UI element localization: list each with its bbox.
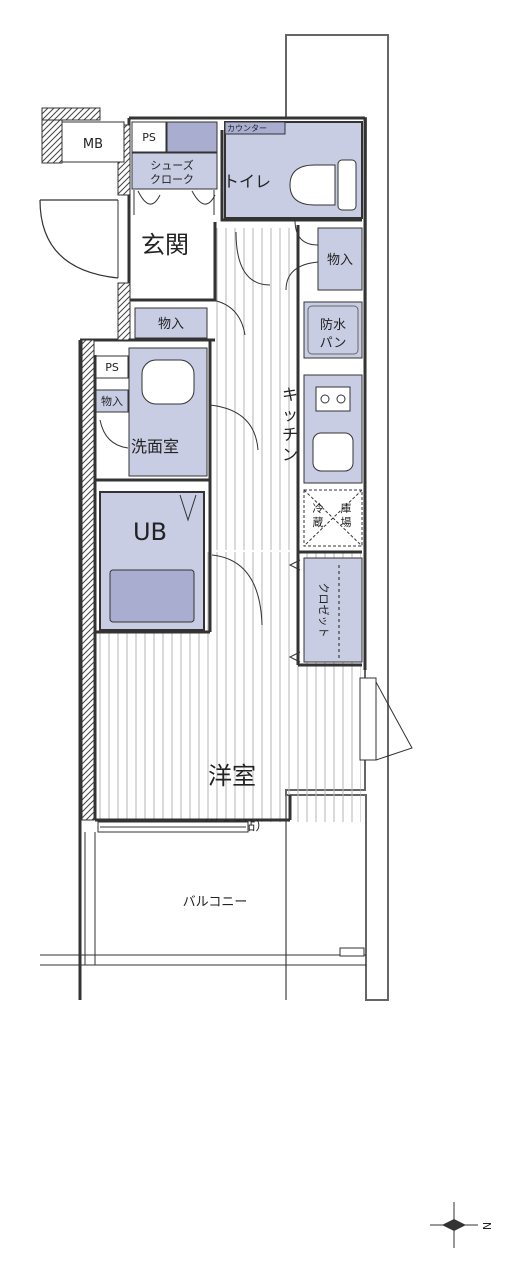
cloak-door-swing	[137, 190, 216, 205]
sink-icon	[312, 432, 354, 472]
hatched-wall	[81, 339, 95, 821]
fridge-space: 冷 蔵 庫 場	[303, 489, 363, 547]
kitchen-char-3: チ	[282, 425, 298, 444]
bathtub-icon	[109, 569, 195, 623]
ps-wash-box	[95, 355, 129, 379]
kitchen-label: キ ッ チ ン	[282, 385, 298, 464]
fridge-char-2: 蔵	[313, 516, 324, 529]
western-room-label: 洋室	[208, 762, 256, 790]
hatched-wall	[117, 282, 131, 341]
interior-walls	[78, 116, 367, 1000]
storage-toilet	[317, 227, 363, 291]
stove-icon	[315, 386, 351, 412]
closet-label: クロゼット	[317, 583, 330, 638]
kitchen-char-2: ッ	[282, 405, 298, 424]
shoes-cloak-label-2: クローク	[150, 173, 194, 186]
fridge-char-1: 冷	[313, 502, 324, 515]
compass-north-label: N	[480, 1222, 493, 1230]
storage-wash-label: 物入	[101, 394, 123, 408]
toilet-door-swing	[294, 219, 319, 246]
closet	[303, 557, 363, 663]
waterproof-pan-label-2: パン	[320, 336, 347, 351]
storage-wash	[95, 389, 129, 413]
mb-label: MB	[83, 137, 103, 152]
closet-door-marks	[288, 559, 301, 663]
kitchen-char-1: キ	[282, 385, 298, 404]
compass-icon: N	[430, 1202, 493, 1248]
mb-box	[61, 121, 125, 163]
balcony-sash	[97, 821, 249, 833]
genkan-label: 玄関	[141, 231, 189, 259]
storage-entry-label: 物入	[158, 317, 184, 332]
ps-wash-label: PS	[105, 361, 119, 374]
entry-door-swing	[39, 199, 119, 279]
fridge-char-3: 庫	[341, 501, 352, 515]
shoes-cloak	[131, 152, 218, 190]
wash-basin-icon	[141, 359, 195, 405]
balcony	[40, 832, 366, 966]
storage-entry	[134, 307, 208, 339]
balcony-label: バルコニー	[183, 895, 248, 910]
fridge-char-4: 場	[341, 516, 352, 529]
western-room-floor-lower	[97, 640, 273, 820]
washroom-label: 洗面室	[131, 437, 179, 456]
counter-strip	[224, 121, 286, 135]
ps-top-box	[131, 121, 167, 153]
toilet-label: トイレ	[223, 172, 271, 191]
shoes-cloak-label-1: シューズ	[150, 158, 193, 172]
toilet-fixture	[289, 159, 357, 211]
waterproof-pan-label-1: 防水	[320, 317, 346, 333]
ps-top-label: PS	[142, 131, 156, 144]
counter-label: カウンター	[227, 124, 267, 133]
ps-top-shaft	[166, 121, 218, 153]
kitchen-char-4: ン	[282, 445, 298, 464]
waterproof-pan	[303, 301, 363, 359]
storage-toilet-label: 物入	[327, 253, 353, 268]
ub-label: UB	[133, 518, 167, 546]
storage-door-swing	[285, 261, 319, 291]
side-window	[359, 677, 413, 761]
hatched-wall	[41, 107, 101, 121]
